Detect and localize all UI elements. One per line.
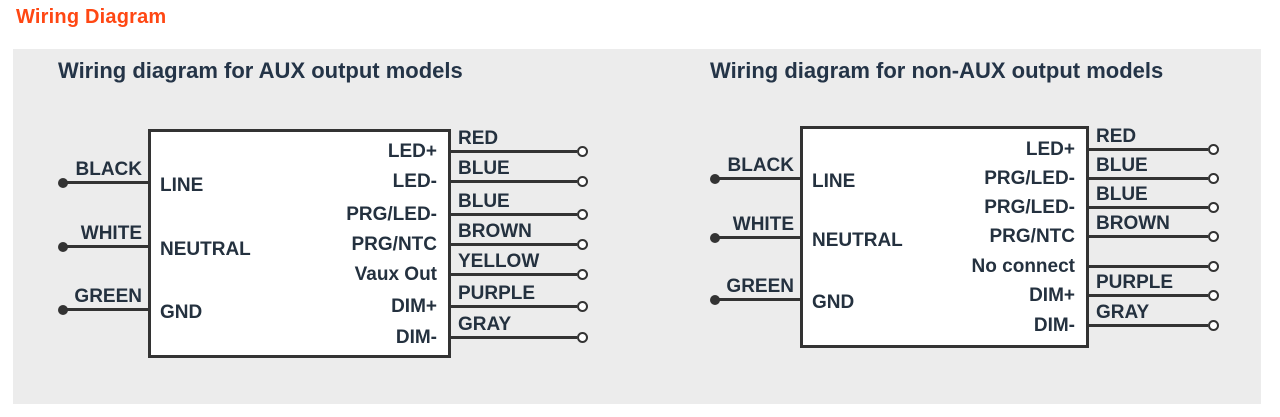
output-wire-line <box>1089 177 1208 180</box>
output-wire-color-label: GRAY <box>458 314 512 335</box>
input-wire-color-label: GREEN <box>726 276 794 297</box>
wire-end-terminal <box>577 301 588 312</box>
box-pin-label: NEUTRAL <box>812 230 903 251</box>
box-pin-label: LED+ <box>387 141 437 162</box>
output-wire-color-label: BROWN <box>1096 213 1170 234</box>
input-wire-line <box>63 181 148 184</box>
wire-end-terminal <box>577 146 588 157</box>
output-wire-color-label: GRAY <box>1096 302 1150 323</box>
output-wire-color-label: BLUE <box>458 158 510 179</box>
wire-end-terminal <box>577 269 588 280</box>
input-wire-line <box>715 177 800 180</box>
wire-end-terminal <box>1208 144 1219 155</box>
driver-box <box>800 126 1089 348</box>
input-wire-color-label: WHITE <box>80 223 142 244</box>
box-pin-label: PRG/NTC <box>989 226 1076 247</box>
wire-end-terminal <box>1208 320 1219 331</box>
input-wire-color-label: GREEN <box>74 286 142 307</box>
diagram-subtitle: Wiring diagram for non-AUX output models <box>710 58 1164 83</box>
output-wire-line <box>1089 235 1208 238</box>
input-wire-line <box>715 298 800 301</box>
box-pin-label: LINE <box>160 175 204 196</box>
input-wire-line <box>715 236 800 239</box>
output-wire-color-label: PURPLE <box>458 283 536 304</box>
wire-end-terminal <box>1208 290 1219 301</box>
output-wire-color-label: BLUE <box>458 191 510 212</box>
output-wire-line <box>1089 294 1208 297</box>
box-pin-label: PRG/LED- <box>346 204 437 225</box>
output-wire-line <box>451 213 577 216</box>
wire-end-terminal <box>1208 231 1219 242</box>
input-wire-color-label: BLACK <box>727 155 795 176</box>
input-wire-color-label: WHITE <box>732 214 794 235</box>
wire-start-dot <box>710 295 720 305</box>
output-wire-line <box>451 180 577 183</box>
box-pin-label: DIM+ <box>1029 285 1075 306</box>
output-wire-line <box>451 305 577 308</box>
output-wire-line <box>451 150 577 153</box>
wire-end-terminal <box>1208 261 1219 272</box>
wire-start-dot <box>58 178 68 188</box>
box-pin-label: DIM+ <box>391 296 437 317</box>
output-wire-color-label: RED <box>1096 126 1137 147</box>
input-wire-line <box>63 245 148 248</box>
wire-start-dot <box>710 233 720 243</box>
wire-end-terminal <box>577 209 588 220</box>
box-pin-label: No connect <box>971 256 1075 277</box>
diagram-subtitle: Wiring diagram for AUX output models <box>58 58 463 83</box>
wire-start-dot <box>58 242 68 252</box>
output-wire-color-label: PURPLE <box>1096 272 1174 293</box>
output-wire-color-label: BLUE <box>1096 155 1148 176</box>
output-wire-color-label: YELLOW <box>458 251 540 272</box>
box-pin-label: PRG/NTC <box>351 234 438 255</box>
box-pin-label: NEUTRAL <box>160 239 251 260</box>
output-wire-line <box>451 243 577 246</box>
wire-start-dot <box>58 305 68 315</box>
box-pin-label: DIM- <box>395 327 437 348</box>
box-pin-label: GND <box>812 292 855 313</box>
wire-end-terminal <box>577 239 588 250</box>
wire-end-terminal <box>1208 173 1219 184</box>
box-pin-label: PRG/LED- <box>984 168 1075 189</box>
output-wire-color-label: BROWN <box>458 221 532 242</box>
page-title: Wiring Diagram <box>16 6 167 28</box>
output-wire-color-label: BLUE <box>1096 184 1148 205</box>
box-pin-label: LINE <box>812 171 856 192</box>
box-pin-label: LED- <box>392 171 437 192</box>
box-pin-label: PRG/LED- <box>984 197 1075 218</box>
output-wire-line <box>451 273 577 276</box>
input-wire-line <box>63 308 148 311</box>
driver-box <box>148 129 451 358</box>
output-wire-line <box>1089 265 1208 268</box>
output-wire-line <box>1089 324 1208 327</box>
box-pin-label: LED+ <box>1025 139 1075 160</box>
box-pin-label: DIM- <box>1033 315 1075 336</box>
wire-end-terminal <box>577 176 588 187</box>
input-wire-color-label: BLACK <box>75 159 143 180</box>
box-pin-label: GND <box>160 302 203 323</box>
output-wire-line <box>451 336 577 339</box>
wire-end-terminal <box>1208 202 1219 213</box>
output-wire-line <box>1089 148 1208 151</box>
box-pin-label: Vaux Out <box>354 264 437 285</box>
wire-start-dot <box>710 174 720 184</box>
output-wire-color-label: RED <box>458 128 499 149</box>
output-wire-line <box>1089 206 1208 209</box>
wire-end-terminal <box>577 332 588 343</box>
